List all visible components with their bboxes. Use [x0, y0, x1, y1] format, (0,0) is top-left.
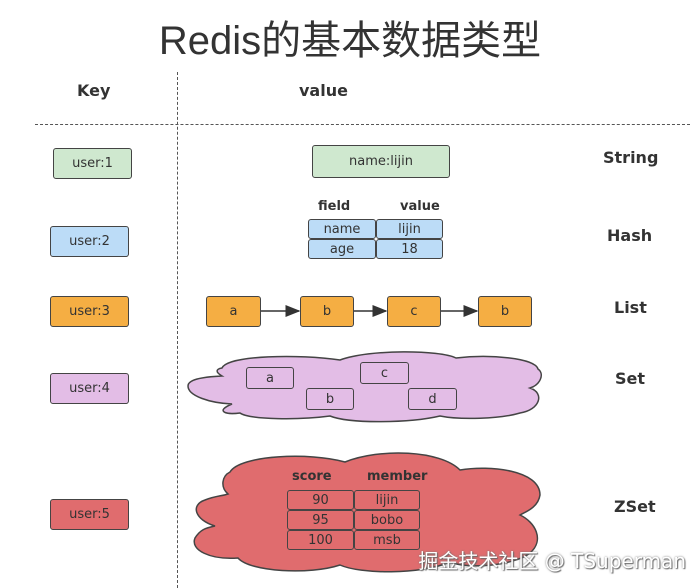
zset-score-cell: 95	[287, 510, 354, 530]
key-box-list: user:3	[50, 296, 129, 327]
type-label-string: String	[603, 148, 659, 167]
hash-value-cell: 18	[376, 239, 443, 259]
diagram-title: Redis的基本数据类型	[158, 19, 542, 63]
type-label-zset: ZSet	[614, 497, 656, 516]
set-member: c	[360, 362, 409, 384]
type-label-hash: Hash	[607, 226, 653, 245]
watermark: 掘金技术社区 @ TSuperman	[418, 549, 686, 573]
list-item-node: b	[300, 296, 354, 327]
set-member: d	[408, 388, 457, 410]
horizontal-divider	[35, 124, 690, 125]
set-member: b	[306, 388, 354, 410]
type-label-set: Set	[615, 369, 646, 388]
zset-score-header: score	[292, 469, 332, 484]
zset-member-header: member	[367, 469, 428, 484]
zset-member-cell: bobo	[354, 510, 420, 530]
key-box-set: user:4	[50, 373, 129, 404]
hash-field-cell: name	[308, 219, 376, 239]
hash-value-cell: lijin	[376, 219, 443, 239]
list-item-node: c	[387, 296, 441, 327]
type-label-list: List	[614, 298, 647, 317]
list-item-node: a	[206, 296, 261, 327]
zset-member-cell: msb	[354, 530, 420, 550]
string-value-box: name:lijin	[312, 145, 450, 178]
list-item-node: b	[478, 296, 532, 327]
zset-member-cell: lijin	[354, 490, 420, 510]
set-member: a	[246, 367, 294, 389]
hash-field-header: field	[318, 199, 351, 214]
hash-value-header: value	[400, 199, 440, 214]
hash-field-cell: age	[308, 239, 376, 259]
zset-score-cell: 90	[287, 490, 354, 510]
zset-score-cell: 100	[287, 530, 354, 550]
value-column-header: value	[299, 81, 348, 100]
vertical-divider	[177, 72, 178, 588]
key-box-string: user:1	[53, 148, 132, 179]
key-box-hash: user:2	[50, 226, 129, 257]
key-column-header: Key	[77, 81, 111, 100]
key-box-zset: user:5	[50, 499, 129, 530]
